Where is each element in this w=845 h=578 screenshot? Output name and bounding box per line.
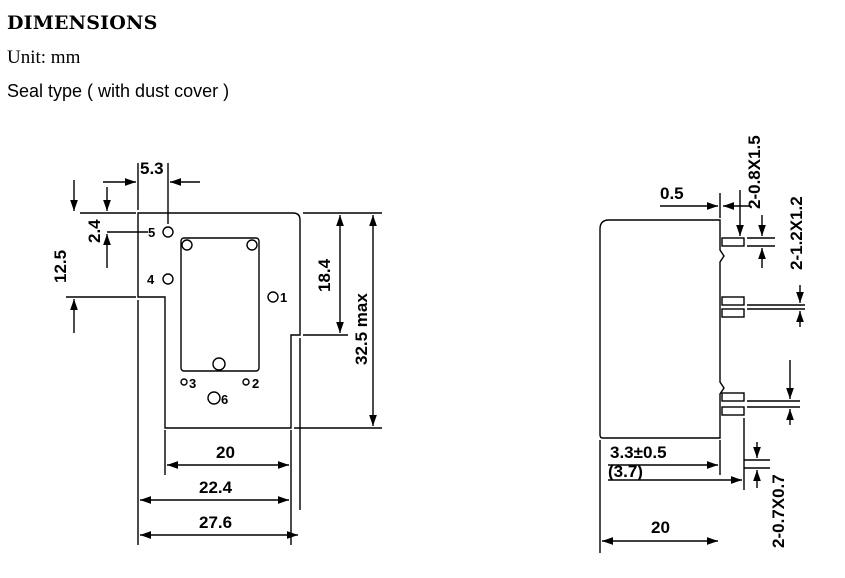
corner-hole-tl xyxy=(181,239,193,251)
pin-label-5: 5 xyxy=(148,225,155,240)
pin-label-1: 1 xyxy=(280,290,287,305)
section-heading: DIMENSIONS xyxy=(7,12,158,34)
pin-label-4: 4 xyxy=(147,272,155,287)
pin-label-3: 3 xyxy=(189,376,196,391)
front-outline xyxy=(137,212,301,429)
dim-12-5: 12.5 xyxy=(51,250,70,283)
pin-1-hole xyxy=(267,291,279,303)
pin-label-6: 6 xyxy=(221,392,228,407)
dim-2-1-2x1-2: 2-1.2X1.2 xyxy=(787,196,806,270)
front-inner-body xyxy=(180,237,260,372)
pin-2-hole xyxy=(242,378,250,386)
dim-20-front: 20 xyxy=(216,443,235,462)
pin-4-hole xyxy=(162,273,174,285)
side-view xyxy=(599,190,805,553)
corner-hole-tr xyxy=(246,239,258,251)
unit-label: Unit: mm xyxy=(7,47,81,68)
side-pin-2 xyxy=(721,296,745,306)
seal-type-label: Seal type ( with dust cover ) xyxy=(7,81,230,101)
dim-18-4: 18.4 xyxy=(315,258,334,292)
dim-20-side: 20 xyxy=(651,518,670,537)
side-pin-5 xyxy=(721,406,745,416)
dim-32-5-max: 32.5 max xyxy=(352,293,371,365)
dim-3-7-ref: (3.7) xyxy=(608,462,643,481)
center-hole xyxy=(212,357,226,371)
pin-label-2: 2 xyxy=(252,376,259,391)
dim-22-4: 22.4 xyxy=(199,478,233,497)
pin-3-hole xyxy=(180,378,188,386)
dim-27-6: 27.6 xyxy=(199,513,232,532)
side-body xyxy=(599,219,725,439)
pin-6-hole xyxy=(207,391,221,405)
dim-2-0-8x1-5: 2-0.8X1.5 xyxy=(745,135,764,209)
side-pin-1 xyxy=(721,237,745,247)
side-pin-4 xyxy=(721,392,745,402)
dim-3-3-tol: 3.3±0.5 xyxy=(610,443,667,462)
dim-2-4: 2.4 xyxy=(85,219,104,243)
dim-2-0-7x0-7: 2-0.7X0.7 xyxy=(769,474,788,548)
dim-0-5: 0.5 xyxy=(660,184,684,203)
front-view xyxy=(66,163,382,545)
pin-5-hole xyxy=(162,226,174,238)
dim-5-3: 5.3 xyxy=(140,159,164,178)
side-pin-3 xyxy=(721,308,745,318)
